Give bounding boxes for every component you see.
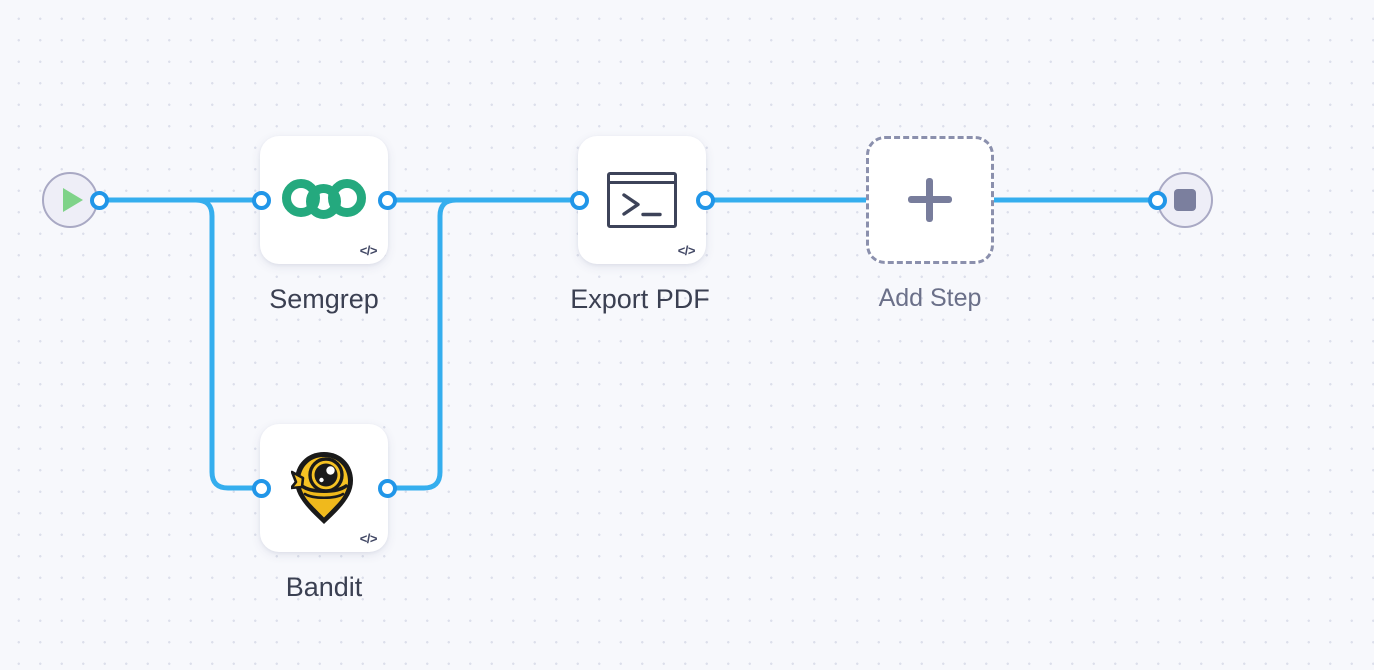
start-node-wrapper[interactable] [42, 172, 98, 228]
bandit-input-port[interactable] [252, 479, 271, 498]
export-pdf-node-wrapper[interactable]: </> [578, 136, 706, 264]
export-pdf-input-port[interactable] [570, 191, 589, 210]
terminal-icon [607, 172, 677, 228]
bandit-node[interactable]: </> [260, 424, 388, 552]
edge-start-to-bandit [96, 197, 265, 491]
code-badge-icon: </> [359, 243, 378, 258]
add-step-node[interactable] [866, 136, 994, 264]
semgrep-node[interactable]: </> [260, 136, 388, 264]
semgrep-output-port[interactable] [378, 191, 397, 210]
add-step-node-wrapper[interactable] [866, 136, 994, 264]
start-node[interactable] [42, 172, 98, 228]
code-badge-icon: </> [677, 243, 696, 258]
semgrep-logo-icon [282, 179, 366, 221]
edge-bandit-to-export-pdf [384, 197, 583, 491]
play-icon [63, 188, 83, 212]
semgrep-node-label: Semgrep [269, 284, 379, 314]
add-step-node-label: Add Step [878, 284, 982, 312]
start-node-output-port[interactable] [90, 191, 109, 210]
export-pdf-output-port[interactable] [696, 191, 715, 210]
bandit-node-label: Bandit [285, 572, 363, 602]
bandit-output-port[interactable] [378, 479, 397, 498]
semgrep-node-wrapper[interactable]: </> [260, 136, 388, 264]
end-node-input-port[interactable] [1148, 191, 1167, 210]
code-badge-icon: </> [359, 531, 378, 546]
semgrep-input-port[interactable] [252, 191, 271, 210]
export-pdf-node[interactable]: </> [578, 136, 706, 264]
bandit-logo-icon [291, 452, 353, 524]
export-pdf-node-label: Export PDF [570, 284, 710, 314]
stop-icon [1174, 189, 1196, 211]
bandit-node-wrapper[interactable]: </> [260, 424, 388, 552]
plus-icon [908, 178, 952, 222]
